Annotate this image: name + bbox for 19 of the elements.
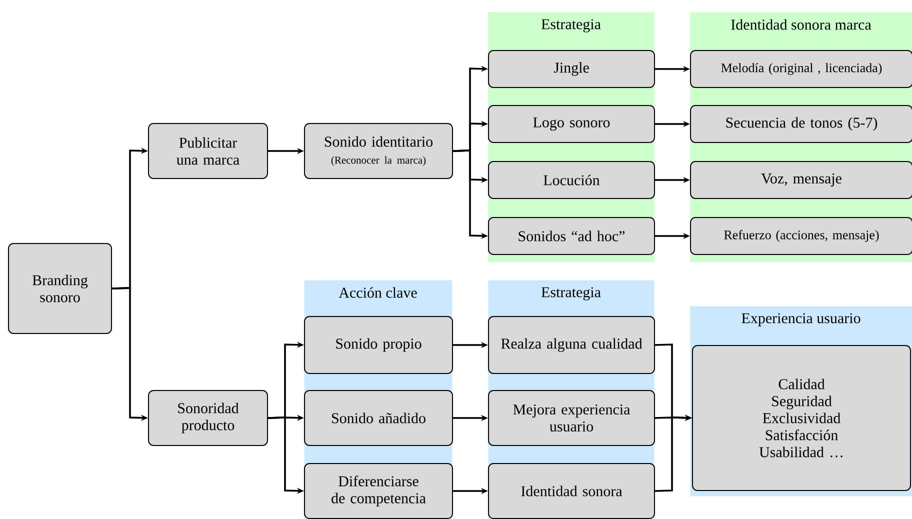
- process-box: Sonoridad producto: [148, 390, 268, 446]
- process-box: Diferenciarse de competencia: [304, 463, 453, 519]
- process-box: Branding sonoro: [8, 243, 112, 334]
- process-box: Refuerzo (acciones, mensaje): [690, 217, 912, 255]
- process-box: Sonido propio: [304, 316, 453, 374]
- process-box: Melodía (original , licenciada): [690, 50, 912, 88]
- process-box: Secuencia de tonos (5-7): [690, 105, 912, 143]
- process-box: Voz, mensaje: [690, 161, 912, 199]
- process-box: Sonido añadido: [304, 390, 453, 446]
- process-box: Logo sonoro: [488, 105, 655, 143]
- process-box: Jingle: [488, 50, 655, 88]
- process-box: Sonido identitario (Reconocer la marca): [304, 123, 453, 179]
- process-box: Identidad sonora: [488, 463, 655, 519]
- process-box: Mejora experiencia usuario: [488, 390, 655, 446]
- process-box: Sonidos “ad hoc”: [488, 217, 655, 255]
- process-box: Calidad Seguridad Exclusividad Satisfacción Usabilidad …: [692, 345, 912, 491]
- process-box: Realza alguna cualidad: [488, 316, 655, 374]
- process-box: Locución: [488, 161, 655, 199]
- process-box: Publicitar una marca: [148, 123, 268, 179]
